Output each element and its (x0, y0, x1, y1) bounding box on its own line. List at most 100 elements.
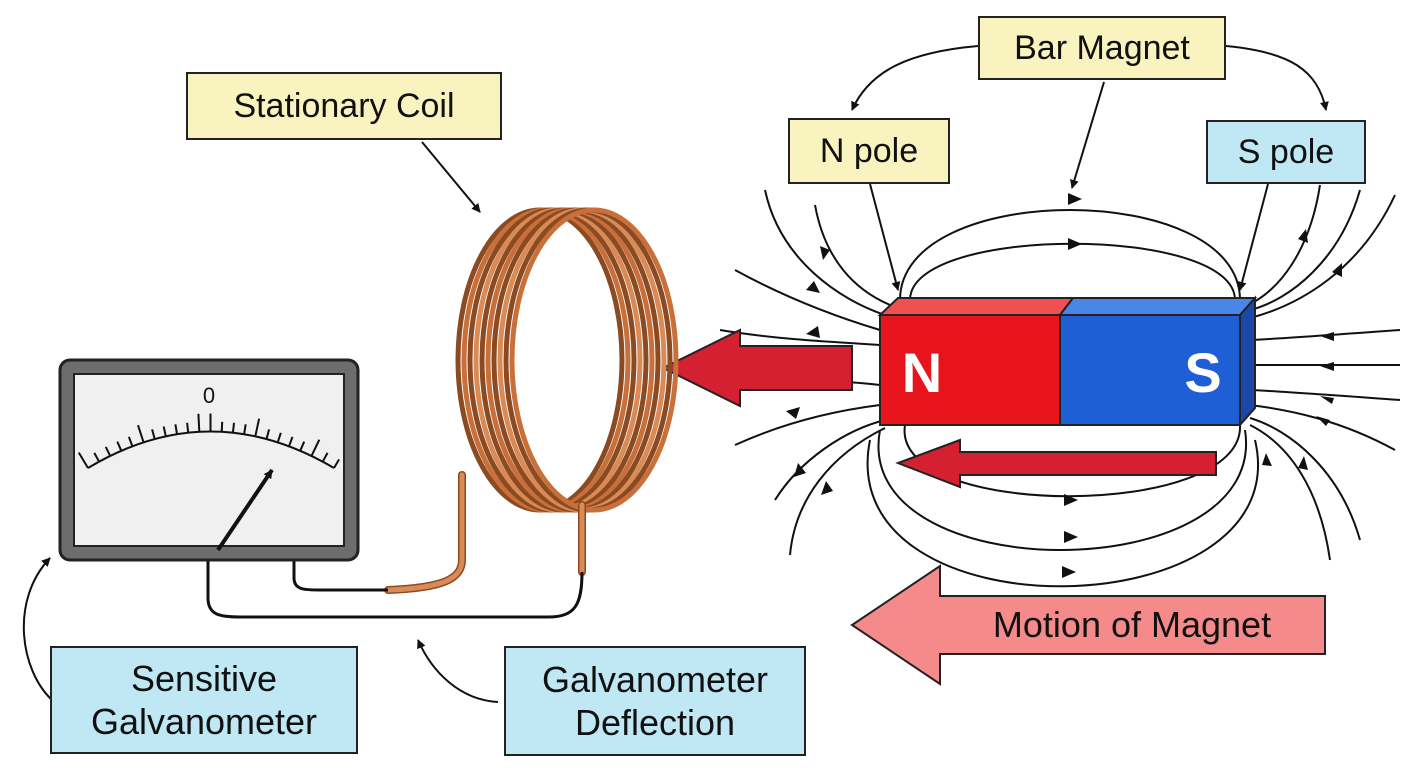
field-line (774, 419, 886, 501)
scale-tick (288, 436, 294, 447)
scale-tick (310, 439, 321, 457)
scale-tick (197, 413, 201, 432)
field-arrowhead (821, 481, 833, 495)
field-arrowheads (786, 193, 1342, 578)
magnet-top-south (1057, 297, 1258, 316)
wire (206, 560, 584, 619)
callout-arrow (22, 557, 53, 701)
galvanometer-deflection-label: Galvanometer Deflection (504, 646, 806, 756)
scale-tick (321, 452, 329, 463)
s-pole-label: S pole (1206, 120, 1366, 184)
field-arrowhead (806, 281, 820, 293)
galvanometer-needle (216, 468, 274, 552)
scale-tick (174, 424, 178, 435)
motion-arrow (850, 564, 1326, 686)
scale-tick (254, 418, 261, 437)
scale-tick (299, 441, 306, 452)
stationary-coil-label: Stationary Coil (186, 72, 502, 140)
field-arrowhead (794, 463, 806, 477)
scale-tick (231, 422, 235, 433)
field-arrowhead (1298, 456, 1308, 470)
s-pole-label-text: S pole (1237, 132, 1335, 171)
galvanometer-scale (87, 430, 335, 469)
scale-tick (104, 446, 112, 457)
callout-arrows (22, 45, 1329, 703)
callout-arrow (1070, 81, 1105, 189)
magnet-south-letter: S (1184, 341, 1221, 404)
field-line (1249, 424, 1331, 561)
n-pole-label-text: N pole (819, 131, 919, 170)
galvanometer-deflection-line2: Deflection (574, 702, 736, 743)
field-arrowhead (1262, 453, 1272, 466)
scale-tick (186, 422, 190, 433)
field-line (764, 189, 886, 316)
field-line (1249, 417, 1361, 541)
field-line (789, 427, 886, 556)
movement-arrow-left (660, 328, 853, 408)
callout-arrow (851, 45, 979, 111)
scale-tick (116, 441, 123, 452)
motion-of-magnet-label: Motion of Magnet (940, 598, 1324, 652)
field-line (1249, 404, 1396, 451)
magnet-south-pole (1059, 314, 1241, 426)
field-arrowhead (1320, 332, 1334, 341)
stationary-coil (384, 207, 679, 594)
field-line (877, 429, 1248, 551)
bar-magnet-label: Bar Magnet (978, 16, 1226, 80)
scale-tick (333, 458, 340, 469)
motion-of-magnet-label-text: Motion of Magnet (992, 604, 1272, 645)
callout-arrow (421, 141, 481, 213)
callout-arrow (1225, 45, 1329, 111)
magnet-side-south (1239, 295, 1256, 428)
magnet-north-letter: N (902, 341, 942, 404)
field-line (1247, 184, 1321, 306)
field-line (719, 329, 881, 346)
galvanometer-deflection-line1: Galvanometer (541, 658, 769, 700)
coil-lead (384, 471, 466, 594)
field-arrowhead (1068, 193, 1082, 205)
field-arrowhead (1064, 531, 1078, 543)
field-arrowhead (786, 407, 800, 419)
field-line (1249, 194, 1396, 319)
field-lines (719, 184, 1401, 588)
scale-tick (77, 452, 89, 469)
sensitive-galvanometer-line2: Galvanometer (90, 701, 318, 742)
scale-tick (243, 424, 247, 435)
field-line (814, 204, 891, 306)
scale-tick (162, 426, 167, 437)
scale-tick (93, 452, 100, 463)
scale-tick (220, 421, 224, 432)
field-arrowhead (1068, 238, 1082, 250)
field-arrowhead (1064, 494, 1078, 506)
movement-arrow-under (895, 438, 1217, 489)
scale-tick (151, 429, 156, 440)
callout-arrow (869, 183, 901, 291)
field-arrowhead (1320, 396, 1334, 404)
field-line (899, 209, 1241, 301)
field-line (734, 404, 881, 446)
magnet-north-pole (879, 314, 1061, 426)
field-line (1251, 389, 1401, 401)
field-arrowhead (806, 326, 820, 338)
galvanometer: 0 (58, 358, 360, 562)
galvanometer-zero-mark: 0 (203, 383, 215, 408)
bar-magnet-label-text: Bar Magnet (1014, 28, 1190, 67)
magnet-top-north (877, 297, 1076, 316)
field-line (909, 242, 1236, 301)
stationary-coil-label-text: Stationary Coil (233, 86, 455, 125)
wires (206, 560, 584, 619)
scale-tick (137, 424, 145, 443)
field-line (1251, 329, 1401, 341)
field-arrowhead (1316, 416, 1330, 426)
sensitive-galvanometer-line1: Sensitive (130, 657, 278, 699)
callout-arrow (1237, 183, 1269, 291)
scale-tick (127, 436, 134, 447)
field-arrowhead (820, 246, 830, 260)
field-arrowhead (1062, 566, 1076, 578)
field-line (866, 439, 1259, 588)
wire (292, 560, 388, 592)
n-pole-label: N pole (788, 118, 950, 184)
field-line (1249, 189, 1361, 311)
field-line (734, 269, 881, 331)
